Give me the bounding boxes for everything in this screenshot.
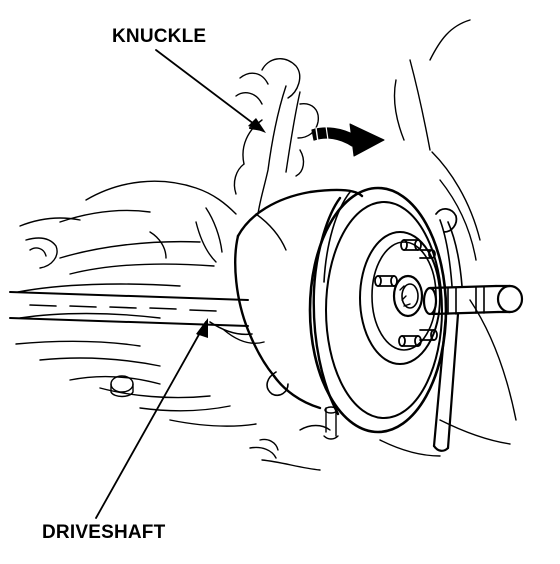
knuckle-leader-arrowhead: [248, 118, 266, 133]
brake-drum: [310, 188, 446, 432]
driveshaft-leader-arrowhead: [196, 318, 208, 338]
driveshaft-shaft: [10, 292, 264, 343]
wheel-studs: [375, 240, 437, 346]
brake-backing-plate: [235, 190, 362, 408]
suspension-background: [16, 20, 516, 470]
driveshaft-label: DRIVESHAFT: [42, 522, 166, 543]
rotation-arrow: [312, 124, 384, 156]
puller-tool: [424, 209, 522, 451]
knuckle-label: KNUCKLE: [112, 26, 207, 47]
